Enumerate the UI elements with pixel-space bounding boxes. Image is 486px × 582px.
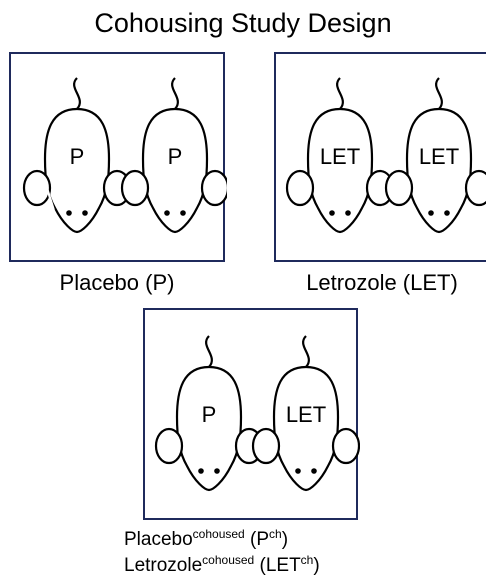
cohoused-legend: Placebocohoused (Pch) Letrozolecohoused … xyxy=(124,527,320,579)
diagram-title: Cohousing Study Design xyxy=(0,6,486,40)
mouse-label: P xyxy=(168,144,183,169)
legend-line-placebo: Placebocohoused (Pch) xyxy=(124,527,320,553)
caption-letrozole: Letrozole (LET) xyxy=(274,270,486,296)
mouse-icon: LET xyxy=(253,336,359,490)
mouse-icon: P xyxy=(122,78,227,232)
mouse-pair-placebo: P P xyxy=(11,54,227,264)
cage-placebo: P P xyxy=(9,52,225,262)
mouse-label: P xyxy=(202,402,217,427)
mouse-pair-cohoused: P LET xyxy=(145,310,360,522)
mouse-icon: LET xyxy=(386,78,486,232)
mouse-label: LET xyxy=(286,402,326,427)
mouse-icon: P xyxy=(24,78,130,232)
mouse-label: P xyxy=(70,144,85,169)
mouse-label: LET xyxy=(419,144,459,169)
mouse-icon: LET xyxy=(287,78,393,232)
cage-letrozole: LET LET xyxy=(274,52,486,262)
caption-placebo: Placebo (P) xyxy=(9,270,225,296)
legend-line-letrozole: Letrozolecohoused (LETch) xyxy=(124,553,320,579)
cage-cohoused: P LET xyxy=(143,308,358,520)
mouse-icon: P xyxy=(156,336,262,490)
mouse-label: LET xyxy=(320,144,360,169)
mouse-pair-letrozole: LET LET xyxy=(276,54,486,264)
